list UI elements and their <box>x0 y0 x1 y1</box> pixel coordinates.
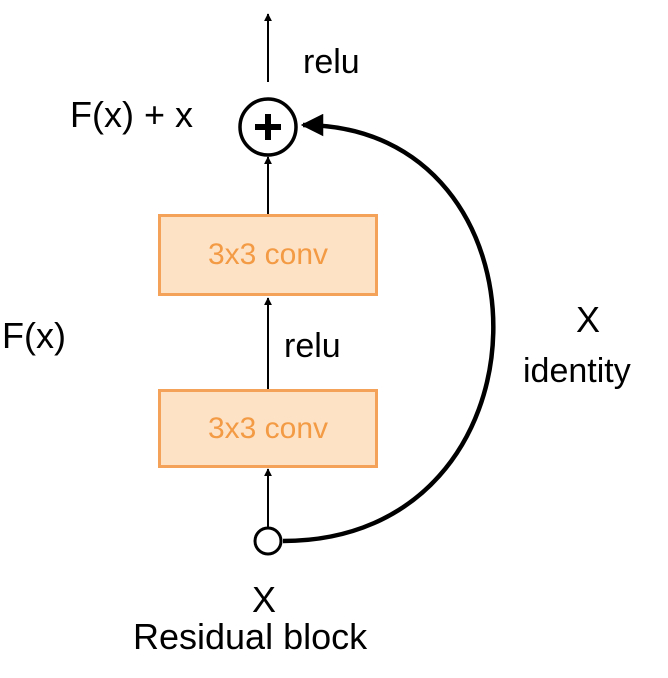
plus-in-circle-icon <box>238 97 298 157</box>
conv-block-label: 3x3 conv <box>207 238 329 271</box>
conv-block-bottom: 3x3 conv <box>158 389 378 468</box>
identity-skip-arrow <box>282 113 496 544</box>
conv-block-label: 3x3 conv <box>207 411 329 445</box>
sum-label: F(x) + x <box>70 94 193 135</box>
identity-x-label: X <box>576 299 601 340</box>
identity-label: identity <box>523 352 631 390</box>
caption-label: Residual block <box>133 616 368 657</box>
fx-label: F(x) <box>2 315 66 356</box>
relu-mid-label: relu <box>284 327 341 365</box>
conv-block-top: 3x3 conv <box>158 214 378 296</box>
input-x-label: X <box>252 579 277 620</box>
hollow-circle-icon <box>253 526 283 556</box>
relu-top-label: relu <box>303 43 360 81</box>
